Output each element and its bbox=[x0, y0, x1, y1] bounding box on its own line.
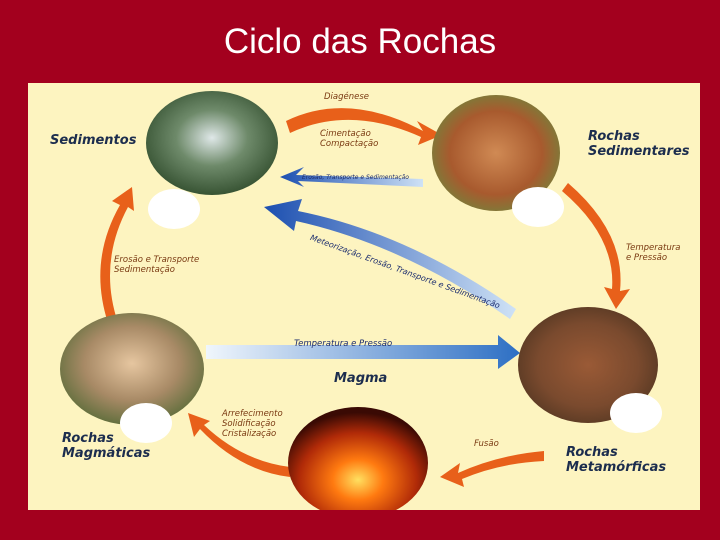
arrow-temperatura-pressao bbox=[206, 335, 520, 369]
arrow-fusao bbox=[440, 451, 544, 487]
arrow-arrefecimento bbox=[188, 413, 290, 477]
label-arrefecimento: Arrefecimento Solidificação Cristalizaçã… bbox=[222, 409, 283, 439]
sedimentos-image bbox=[146, 91, 278, 195]
label-temperatura-pressao-right: Temperatura e Pressão bbox=[626, 243, 681, 263]
label-rochas-metamorficas: Rochas Metamórficas bbox=[566, 445, 667, 475]
label-sedimentos: Sedimentos bbox=[50, 133, 137, 148]
rochas-sedimentares-image bbox=[432, 95, 560, 211]
arrow-diagenese bbox=[286, 108, 442, 145]
rochas-magmaticas-image bbox=[60, 313, 204, 425]
diagram-graphics bbox=[60, 91, 662, 510]
placeholder-blob-4 bbox=[120, 403, 172, 443]
label-fusao: Fusão bbox=[474, 439, 499, 449]
slide-title: Ciclo das Rochas bbox=[223, 22, 497, 61]
label-rochas-sedimentares: Rochas Sedimentares bbox=[588, 129, 690, 159]
magma-image bbox=[288, 407, 428, 510]
label-magma: Magma bbox=[334, 371, 388, 386]
placeholder-blob-3 bbox=[610, 393, 662, 433]
label-erosao-small: Erosão, Transporte e Sedimentação bbox=[302, 174, 409, 181]
arrow-erosao-transporte bbox=[100, 187, 134, 323]
label-temperatura-pressao-mid: Temperatura e Pressão bbox=[294, 339, 393, 349]
arrow-erosao-small bbox=[280, 167, 423, 187]
label-cimentacao: Cimentação Compactação bbox=[320, 129, 379, 149]
placeholder-blob-2 bbox=[512, 187, 564, 227]
arrow-sed-to-meta bbox=[562, 183, 630, 309]
label-erosao-transporte: Erosão e Transporte Sedimentação bbox=[114, 255, 200, 275]
rock-cycle-diagram: Sedimentos Rochas Sedimentares Rochas Me… bbox=[28, 83, 700, 510]
placeholder-blob-1 bbox=[148, 189, 200, 229]
rochas-metamorficas-image bbox=[518, 307, 658, 423]
label-rochas-magmaticas: Rochas Magmáticas bbox=[62, 431, 151, 461]
arrow-meteorizacao bbox=[264, 199, 516, 319]
label-diagenese: Diagénese bbox=[324, 92, 370, 102]
